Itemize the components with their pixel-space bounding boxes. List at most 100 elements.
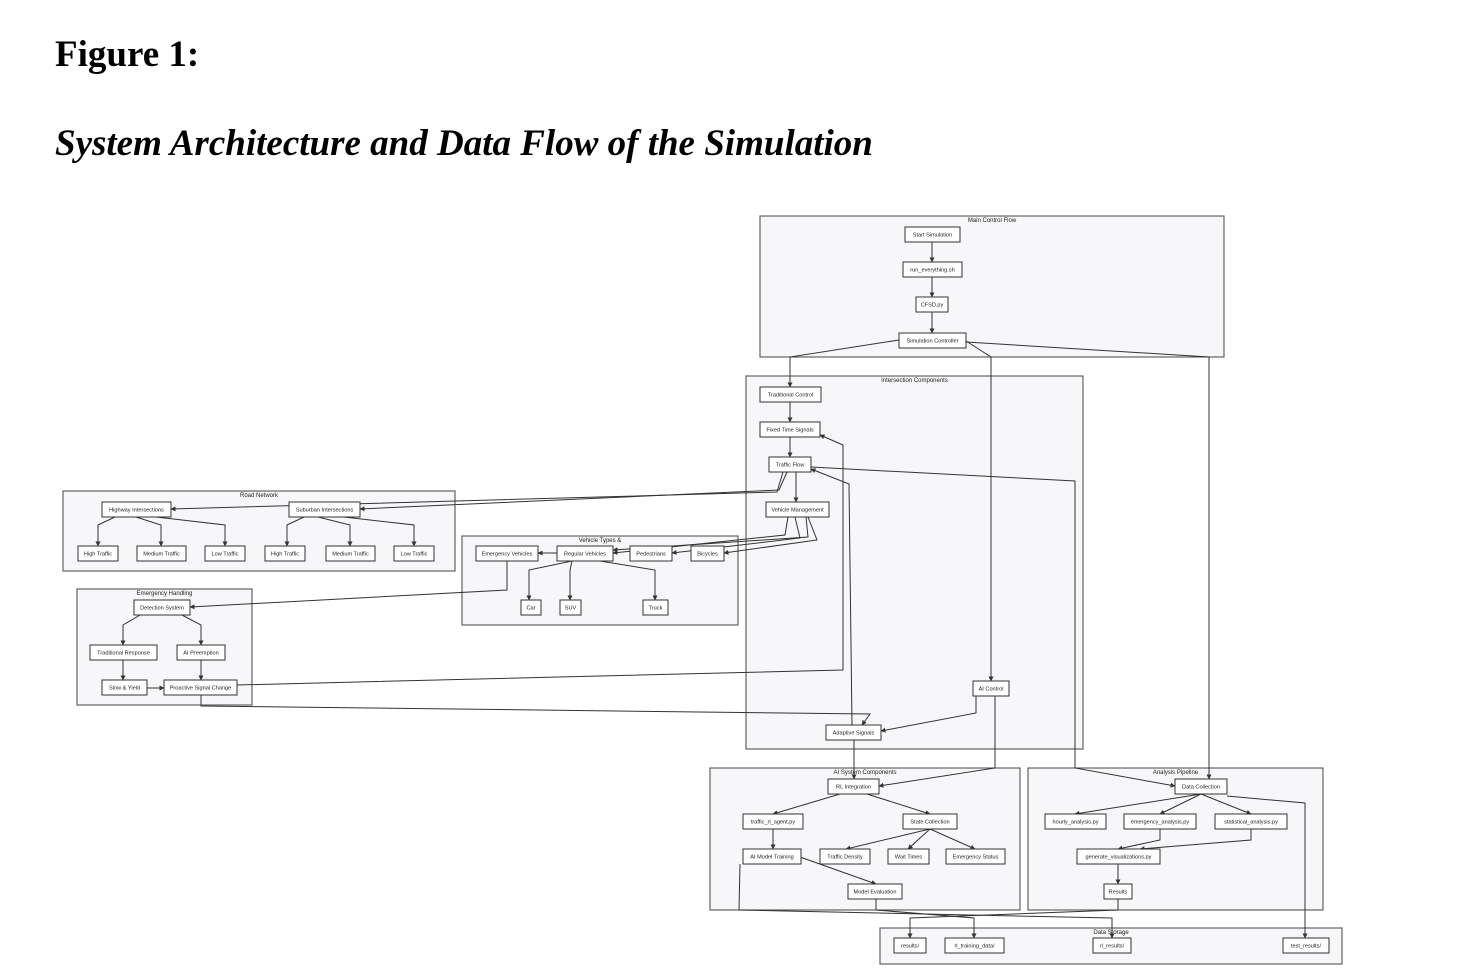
node-label: rl_results/ (1100, 944, 1125, 950)
group-label: Analysis Pipeline (1153, 770, 1199, 776)
edge-arrow (810, 468, 853, 726)
node-box (133, 599, 191, 616)
node-label: High Traffic (271, 552, 299, 558)
node-label: Detection System (140, 606, 184, 612)
node-box (690, 545, 725, 562)
node-label: generate_visualizations.py (1086, 855, 1152, 861)
node-box (1092, 937, 1132, 954)
node-label: State Collection (910, 820, 949, 826)
node-genviz: generate_visualizations.py (1076, 848, 1161, 865)
node-box (288, 501, 361, 518)
edge-arrow (567, 560, 573, 601)
node-box (136, 545, 187, 562)
node-box (264, 545, 306, 562)
edge-arrow (866, 793, 931, 816)
node-density: Traffic Density (819, 848, 871, 865)
node-label: Wait Times (895, 855, 923, 861)
node-simctrl: Simulation Controller (898, 332, 967, 349)
node-label: Slow & Yield (109, 686, 140, 692)
group-box (62, 490, 456, 572)
node-box (893, 937, 927, 954)
edge-arrow (907, 899, 1119, 939)
group-box (745, 375, 1084, 750)
edge-arrow (317, 516, 353, 547)
node-box (825, 724, 882, 741)
node-label: RL Integration (836, 785, 871, 791)
edge-arrow (965, 340, 994, 682)
node-box (629, 545, 673, 562)
edge-arrow (343, 516, 417, 547)
group-box (759, 215, 1225, 358)
edge-arrow (772, 793, 841, 816)
node-label: hourly_analysis.py (1052, 820, 1098, 826)
edge-arrow (135, 516, 164, 547)
node-res_dir: results/ (893, 937, 927, 954)
node-proactive: Proactive Signal Change (163, 679, 238, 696)
group-label: Road Network (240, 493, 279, 499)
node-box (325, 545, 376, 562)
group-label: Vehicle Types & (579, 538, 622, 544)
node-box (101, 679, 148, 696)
edge-arrow (810, 466, 1176, 788)
node-box (819, 848, 871, 865)
node-label: CFSD.py (921, 303, 944, 309)
node-box (89, 644, 158, 661)
node-box (1123, 813, 1197, 830)
edge-arrow (189, 561, 508, 610)
node-agent: traffic_rl_agent.py (742, 813, 804, 830)
node-emveh: Emergency Vehicles (475, 545, 539, 562)
edge-arrow (236, 434, 844, 686)
node-box (520, 599, 542, 616)
node-label: Start Simulation (913, 233, 952, 239)
node-vmgmt: Vehicle Management (765, 501, 830, 518)
node-box (898, 332, 967, 349)
group-road: Road Network (62, 490, 456, 572)
node-box (768, 456, 812, 473)
edge-arrow (787, 339, 900, 388)
node-label: Traffic Flow (776, 463, 806, 469)
node-datacol: Data Collection (1174, 778, 1228, 795)
edge-arrow (359, 471, 788, 512)
group-main: Main Control Flow (759, 215, 1225, 358)
node-label: Simulation Controller (907, 339, 959, 345)
edge-arrow (799, 856, 877, 885)
group-label: Main Control Flow (968, 218, 1017, 224)
node-label: High Traffic (84, 552, 112, 558)
edge-arrow (599, 560, 658, 601)
node-label: Results (1109, 890, 1128, 896)
node-statanal: statistical_analysis.py (1214, 813, 1288, 830)
node-label: Low Traffic (212, 552, 239, 558)
edge-arrow (612, 516, 809, 553)
group-label: AI System Components (833, 770, 896, 776)
edge-arrow (120, 614, 141, 646)
edge-arrow (875, 899, 977, 939)
node-label: SUV (565, 606, 577, 612)
node-label: emergency_analysis.py (1131, 820, 1190, 826)
node-label: Truck (649, 606, 663, 612)
node-label: AI Preemption (183, 651, 218, 657)
node-box (759, 386, 822, 403)
node-box (904, 226, 961, 243)
node-sub_high: High Traffic (264, 545, 306, 562)
node-box (1044, 813, 1107, 830)
group-inter: Intersection Components (745, 375, 1084, 750)
node-label: Traditional Control (768, 393, 814, 399)
node-box (972, 680, 1010, 697)
node-box (77, 545, 119, 562)
node-box (475, 545, 539, 562)
node-label: Pedestrians (636, 552, 666, 558)
group-label: Data Storage (1093, 930, 1129, 936)
node-label: Medium Traffic (143, 552, 180, 558)
node-hourly: hourly_analysis.py (1044, 813, 1107, 830)
node-box (827, 778, 880, 795)
node-label: Regular Vehicles (564, 552, 606, 558)
node-label: Emergency Status (953, 855, 999, 861)
node-label: Emergency Vehicles (482, 552, 533, 558)
node-state: State Collection (902, 813, 958, 830)
node-label: Bicycles (697, 552, 718, 558)
node-bike: Bicycles (690, 545, 725, 562)
node-box (204, 545, 246, 562)
node-label: traffic_rl_agent.py (751, 820, 796, 826)
node-box (759, 421, 821, 438)
node-car: Car (520, 599, 542, 616)
